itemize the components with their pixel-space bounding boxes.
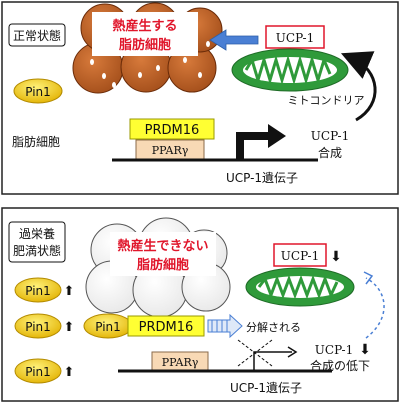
bound-pin1-label: Pin1 [95,320,121,334]
bottom-pin1-ellipse-3 [14,358,62,384]
top-cell-label-line2: 脂肪細胞 [118,37,171,53]
top-mitochondrion-icon [231,48,349,92]
bottom-synthesis-line2: 合成の低下 [310,358,370,373]
adipocyte-label: 脂肪細胞 [12,134,60,149]
top-ppar-label: PPARγ [152,144,189,157]
top-synthesis-arrow [340,51,377,122]
bottom-state-line2: 肥満状態 [13,243,61,258]
bottom-ucp1-down-arrow: ⬇ [330,249,342,265]
bottom-cell-label-line2: 脂肪細胞 [136,257,189,273]
bottom-pin1-up-3: ⬆ [64,365,75,380]
top-cell-label-line1: 熱産生する [112,18,177,34]
bottom-pin1-ellipse-1 [14,277,62,303]
bottom-ucp1-label: UCP-1 [281,249,319,263]
bottom-synthesis-line1: UCP-1 [315,343,353,357]
bottom-pin1-label-1: Pin1 [25,284,51,298]
top-transcription-arrow [236,124,286,160]
top-gene-label: UCP-1遺伝子 [226,170,298,185]
mitochondria-label: ミトコンドリア [288,94,365,107]
top-cell-label-box [92,12,198,56]
bottom-pin1-label-3: Pin1 [25,365,51,379]
top-synthesis-line1: UCP-1 [311,129,349,143]
bottom-pin1-ellipse-2 [14,313,62,339]
top-ucp1-box [265,25,325,49]
top-transfer-arrow [209,29,259,51]
bottom-ppar-label: PPARγ [162,356,199,369]
bottom-state-line1: 過栄養 [19,226,55,241]
bottom-mitochondrion-icon [245,267,355,307]
bottom-ucp1-box [273,243,327,267]
bottom-prdm16-label: PRDM16 [139,320,194,335]
bottom-pin1-up-2: ⬆ [64,320,75,335]
bottom-cell-label-line1: 熱産生できない [117,238,208,254]
top-state-label: 正常状態 [13,28,61,43]
top-synthesis-line2: 合成 [318,145,342,160]
bottom-cell-label-box [110,232,216,276]
degraded-label: 分解される [246,320,301,334]
bottom-pin1-up-1: ⬆ [64,284,75,299]
blocked-transcription-head [287,346,298,358]
top-pin1-label: Pin1 [25,85,51,99]
bottom-synthesis-dashed-arrow [365,277,385,339]
bottom-state-box [8,221,66,263]
block-x-line-2 [237,339,273,367]
top-panel-frame [1,1,399,195]
top-prdm16-label: PRDM16 [145,123,200,138]
top-pin1-ellipse [13,78,63,104]
bottom-prdm16-box [127,315,205,337]
bottom-panel-frame [1,207,399,402]
bottom-gene-label: UCP-1遺伝子 [230,380,302,395]
top-state-box [8,23,66,47]
top-prdm16-box [129,118,215,140]
top-ucp1-label: UCP-1 [276,31,314,45]
bottom-dashed-arrowhead [363,271,374,285]
bottom-synthesis-down-arrow: ⬇ [359,342,371,358]
degradation-arrow [207,313,243,339]
blocked-transcription-arrow [253,351,292,370]
bottom-pin1-label-2: Pin1 [25,320,51,334]
